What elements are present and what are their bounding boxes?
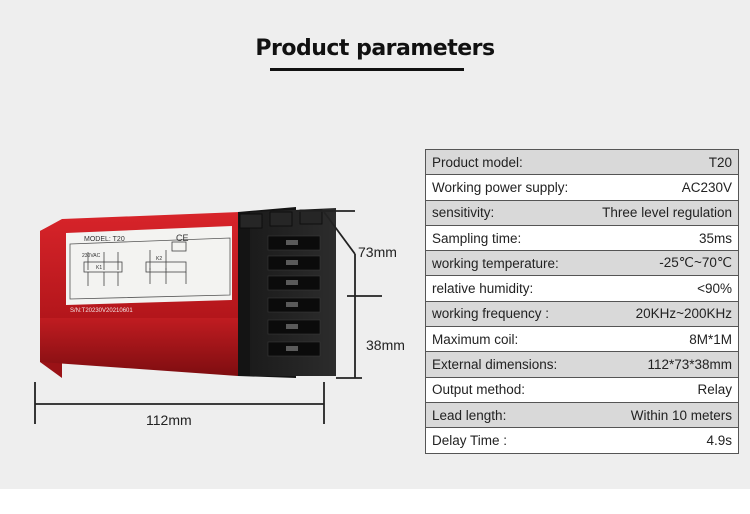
dimension-width-label: 112mm xyxy=(146,412,192,428)
table-row: External dimensions: 112*73*38mm xyxy=(425,351,740,378)
table-row: working frequency : 20KHz~200KHz xyxy=(425,300,740,328)
param-value: T20 xyxy=(585,148,740,176)
param-label: Sampling time: xyxy=(425,224,586,252)
page-title: Product parameters xyxy=(255,36,495,61)
table-row: Lead length: Within 10 meters xyxy=(425,401,740,429)
param-value: Three level regulation xyxy=(585,199,740,226)
param-label: relative humidity: xyxy=(425,275,586,302)
parameters-table: Product model: T20 Working power supply:… xyxy=(425,148,740,454)
table-row: Output method: Relay xyxy=(425,376,740,403)
voltage-label: 230VAC xyxy=(82,253,101,259)
table-row: Maximum coil: 8M*1M xyxy=(425,326,740,353)
table-row: Product model: T20 xyxy=(425,148,740,176)
relay2-label: K2 xyxy=(156,256,162,262)
param-value: 8M*1M xyxy=(585,326,740,353)
param-label: working frequency : xyxy=(425,300,586,328)
param-label: Maximum coil: xyxy=(425,326,586,353)
table-row: relative humidity: <90% xyxy=(425,275,740,302)
param-value: <90% xyxy=(585,275,740,302)
param-label: Delay Time : xyxy=(425,427,586,454)
title-underline xyxy=(270,68,464,71)
param-label: External dimensions: xyxy=(425,351,586,378)
param-value: Within 10 meters xyxy=(585,401,740,429)
param-value: 20KHz~200KHz xyxy=(585,300,740,328)
model-label: MODEL: T20 xyxy=(84,236,125,243)
param-value: AC230V xyxy=(585,174,740,201)
table-row: Delay Time : 4.9s xyxy=(425,427,740,454)
param-label: working temperature: xyxy=(425,250,586,277)
table-row: Sampling time: 35ms xyxy=(425,224,740,252)
param-label: sensitivity: xyxy=(425,199,586,226)
param-label: Working power supply: xyxy=(425,174,586,201)
param-value: Relay xyxy=(585,376,740,403)
table-row: sensitivity: Three level regulation xyxy=(425,199,740,226)
dimension-height-label: 73mm xyxy=(358,244,397,260)
param-value: 4.9s xyxy=(585,427,740,454)
table-row: working temperature: -25℃~70℃ xyxy=(425,250,740,277)
param-label: Output method: xyxy=(425,376,586,403)
param-label: Product model: xyxy=(425,148,586,176)
table-row: Working power supply: AC230V xyxy=(425,174,740,201)
param-value: -25℃~70℃ xyxy=(585,250,740,277)
param-value: 112*73*38mm xyxy=(585,351,740,378)
param-value: 35ms xyxy=(585,224,740,252)
param-label: Lead length: xyxy=(425,401,586,429)
relay1-label: K1 xyxy=(96,265,102,271)
dimension-depth-label: 38mm xyxy=(366,337,405,353)
ce-mark: CE xyxy=(176,233,189,243)
serial-label: S/N:T20230V20210601 xyxy=(70,308,133,314)
